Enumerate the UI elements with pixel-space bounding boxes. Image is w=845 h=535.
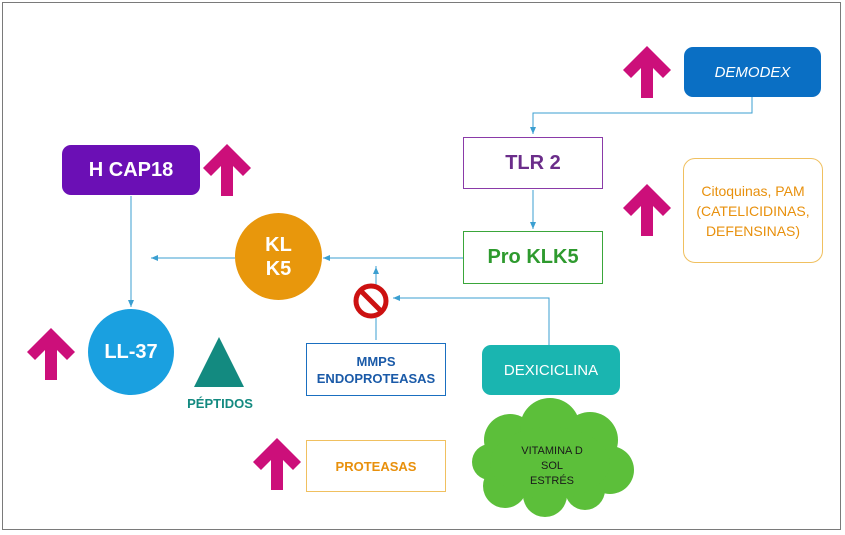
tlr2-label: TLR 2 [505, 151, 561, 174]
triangle-icon [194, 337, 244, 387]
demodex-box: DEMODEX [684, 47, 821, 97]
up-arrow-icon [623, 46, 671, 98]
proteasas-label: PROTEASAS [335, 458, 417, 474]
proklk5-label: Pro KLK5 [487, 246, 579, 268]
vitamina-label: VITAMINA D SOL ESTRÉS [521, 444, 583, 487]
dexiciclina-label: DEXICICLINA [503, 361, 599, 379]
dexiciclina-box: DEXICICLINA [482, 345, 620, 395]
connectors [128, 97, 753, 345]
vitamina-label-box: VITAMINA D SOL ESTRÉS [500, 440, 604, 492]
peptidos-label: PÉPTIDOS [187, 395, 253, 411]
demodex-label: DEMODEX [714, 63, 791, 81]
up-arrow-icon [623, 184, 671, 236]
diagram-frame [2, 2, 841, 530]
hcap18-label: H CAP18 [88, 158, 174, 181]
up-arrow-icon [27, 328, 75, 380]
mmps-label: MMPS ENDOPROTEASAS [316, 353, 436, 386]
proklk5-box: Pro KLK5 [463, 231, 603, 284]
cloud-shape [472, 398, 634, 517]
connector-demodex-to-tlr2 [530, 97, 753, 134]
mmps-box: MMPS ENDOPROTEASAS [306, 343, 446, 396]
peptidos-label-box: PÉPTIDOS [178, 392, 262, 414]
hcap18-box: H CAP18 [62, 145, 200, 195]
prohibited-icon [353, 283, 389, 319]
tlr2-box: TLR 2 [463, 137, 603, 189]
up-arrow-icon [253, 438, 301, 490]
connector-dexiciclina-inhibit [393, 295, 550, 345]
klk5-circle: KL K5 [235, 213, 322, 300]
up-arrow-icon [203, 144, 251, 196]
citoquinas-label: Citoquinas, PAM (CATELICIDINAS, DEFENSIN… [696, 182, 810, 239]
klk5-label: KL K5 [265, 233, 292, 280]
ll37-circle: LL-37 [88, 309, 174, 395]
citoquinas-box: Citoquinas, PAM (CATELICIDINAS, DEFENSIN… [683, 158, 823, 263]
proteasas-box: PROTEASAS [306, 440, 446, 492]
ll37-label: LL-37 [104, 340, 158, 363]
